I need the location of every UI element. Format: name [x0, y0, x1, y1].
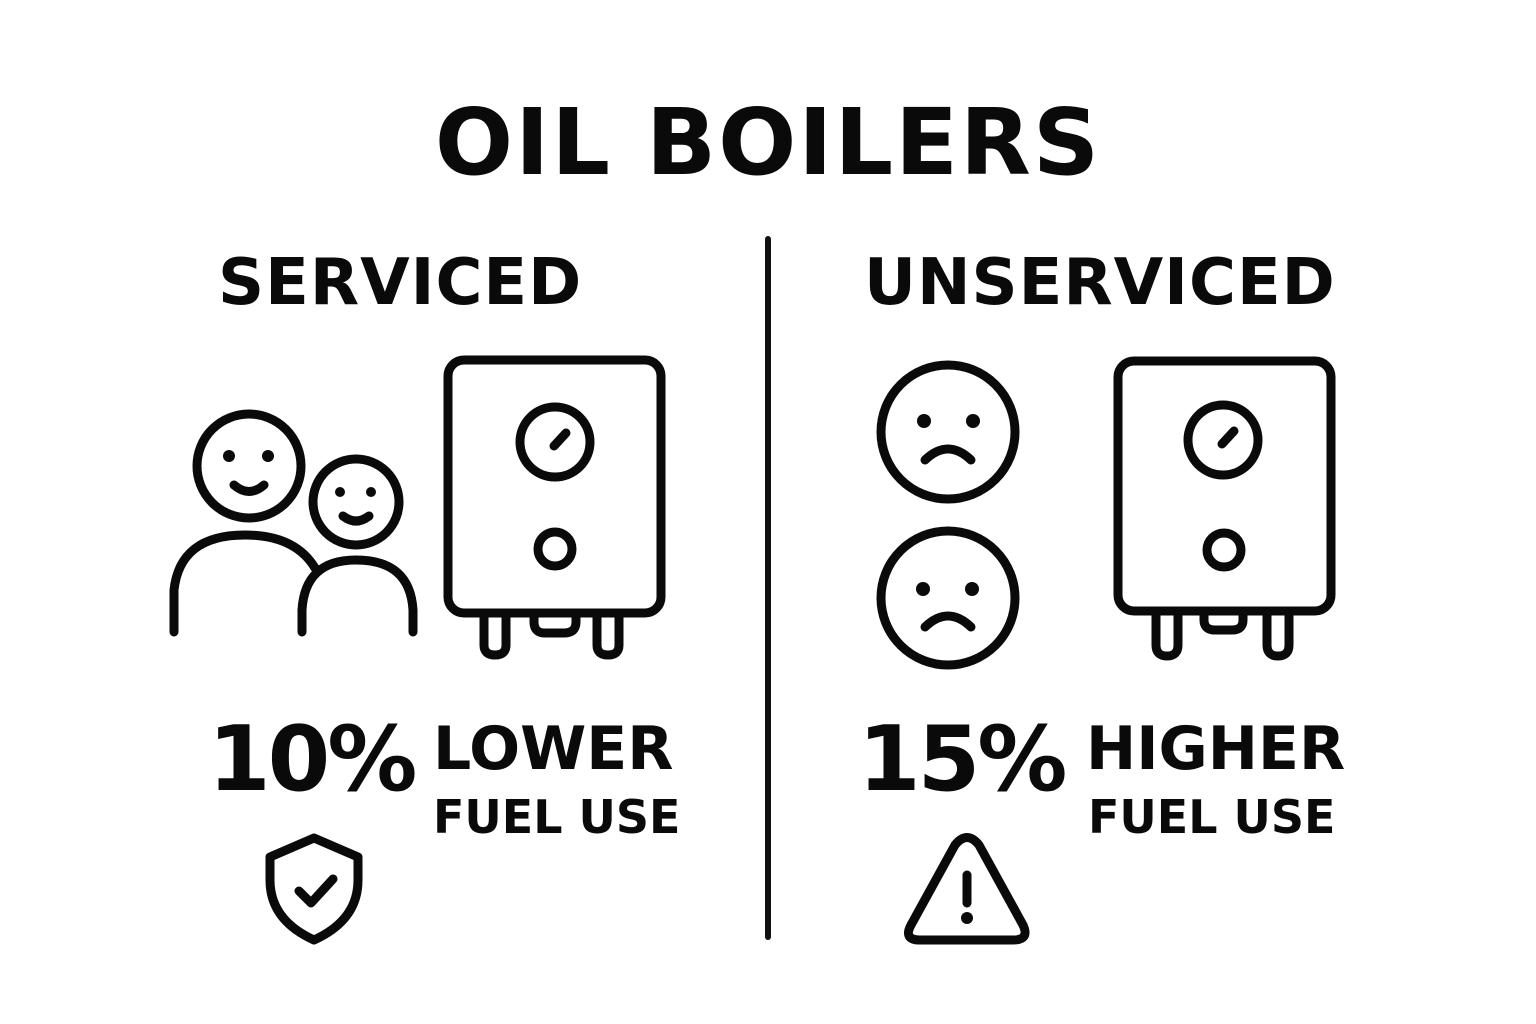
page-title: OIL BOILERS	[434, 89, 1102, 196]
serviced-heading: SERVICED	[218, 246, 583, 320]
shield-check-icon	[265, 833, 363, 945]
unserviced-percent: 15%	[858, 707, 1067, 812]
boiler-icon	[443, 355, 666, 660]
warning-triangle-icon	[904, 833, 1030, 945]
sad-face-icon	[876, 526, 1020, 670]
center-divider	[765, 236, 771, 940]
sad-face-icon	[876, 360, 1020, 504]
serviced-direction: LOWER	[433, 714, 674, 784]
unserviced-direction: HIGHER	[1086, 714, 1346, 784]
unserviced-heading: UNSERVICED	[864, 246, 1336, 320]
unserviced-fuel-label: FUEL USE	[1088, 790, 1336, 844]
happy-people-icon	[169, 409, 418, 637]
serviced-fuel-label: FUEL USE	[433, 790, 681, 844]
boiler-icon	[1113, 356, 1336, 661]
serviced-percent: 10%	[208, 707, 417, 812]
